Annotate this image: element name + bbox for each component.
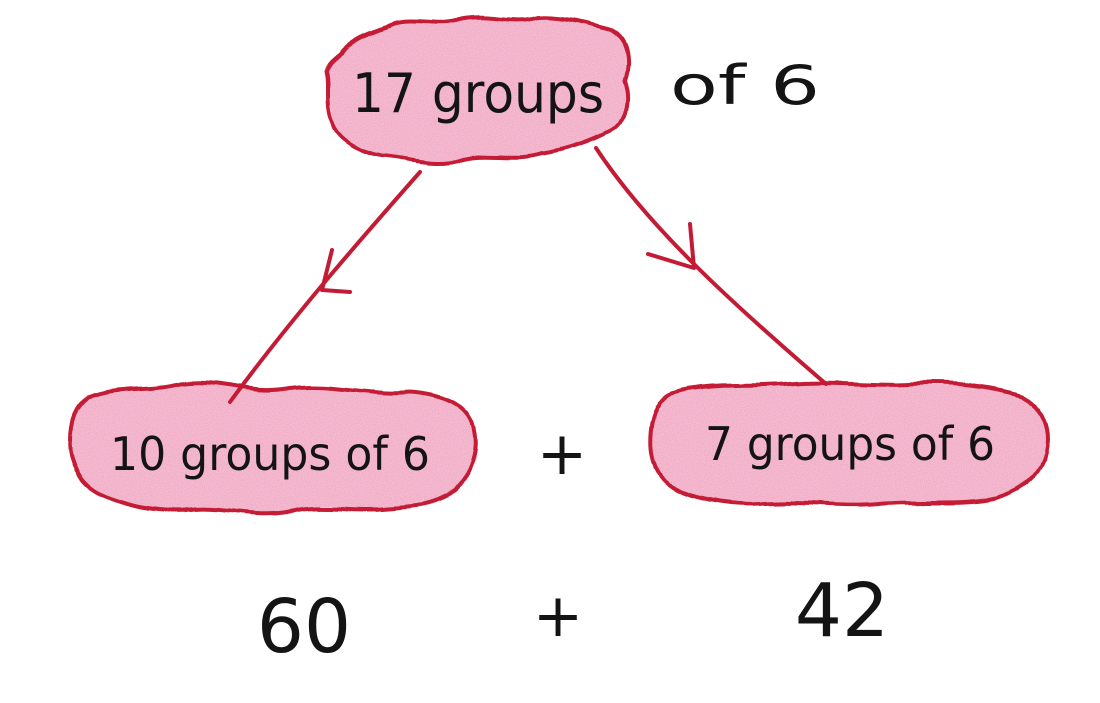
left-blob bbox=[67, 380, 478, 516]
left-arrow-head bbox=[320, 248, 352, 294]
left-arrow-shaft bbox=[228, 170, 422, 404]
right-label: 7 groups of 6 bbox=[705, 417, 995, 471]
left-arrow bbox=[228, 170, 422, 404]
right-blob bbox=[648, 380, 1050, 508]
right-blob-fill bbox=[650, 382, 1048, 506]
left-result: 60 bbox=[257, 584, 351, 670]
right-arrow bbox=[594, 146, 828, 386]
right-arrow-shaft bbox=[594, 146, 828, 386]
top-highlighted-label: 17 groups bbox=[352, 62, 604, 125]
right-arrow-head bbox=[646, 222, 696, 270]
right-blob-outline bbox=[648, 380, 1050, 508]
plus-lower: + bbox=[533, 581, 583, 651]
plus-upper: + bbox=[537, 419, 587, 489]
left-label: 10 groups of 6 bbox=[110, 427, 430, 481]
left-blob-outline bbox=[67, 380, 478, 516]
top-blob bbox=[324, 15, 630, 165]
right-result: 42 bbox=[795, 568, 889, 654]
left-blob-fill bbox=[69, 382, 476, 514]
top-blob-outline bbox=[324, 15, 630, 165]
top-blob-fill bbox=[326, 17, 628, 164]
top-rest-label: of 6 bbox=[670, 54, 820, 117]
